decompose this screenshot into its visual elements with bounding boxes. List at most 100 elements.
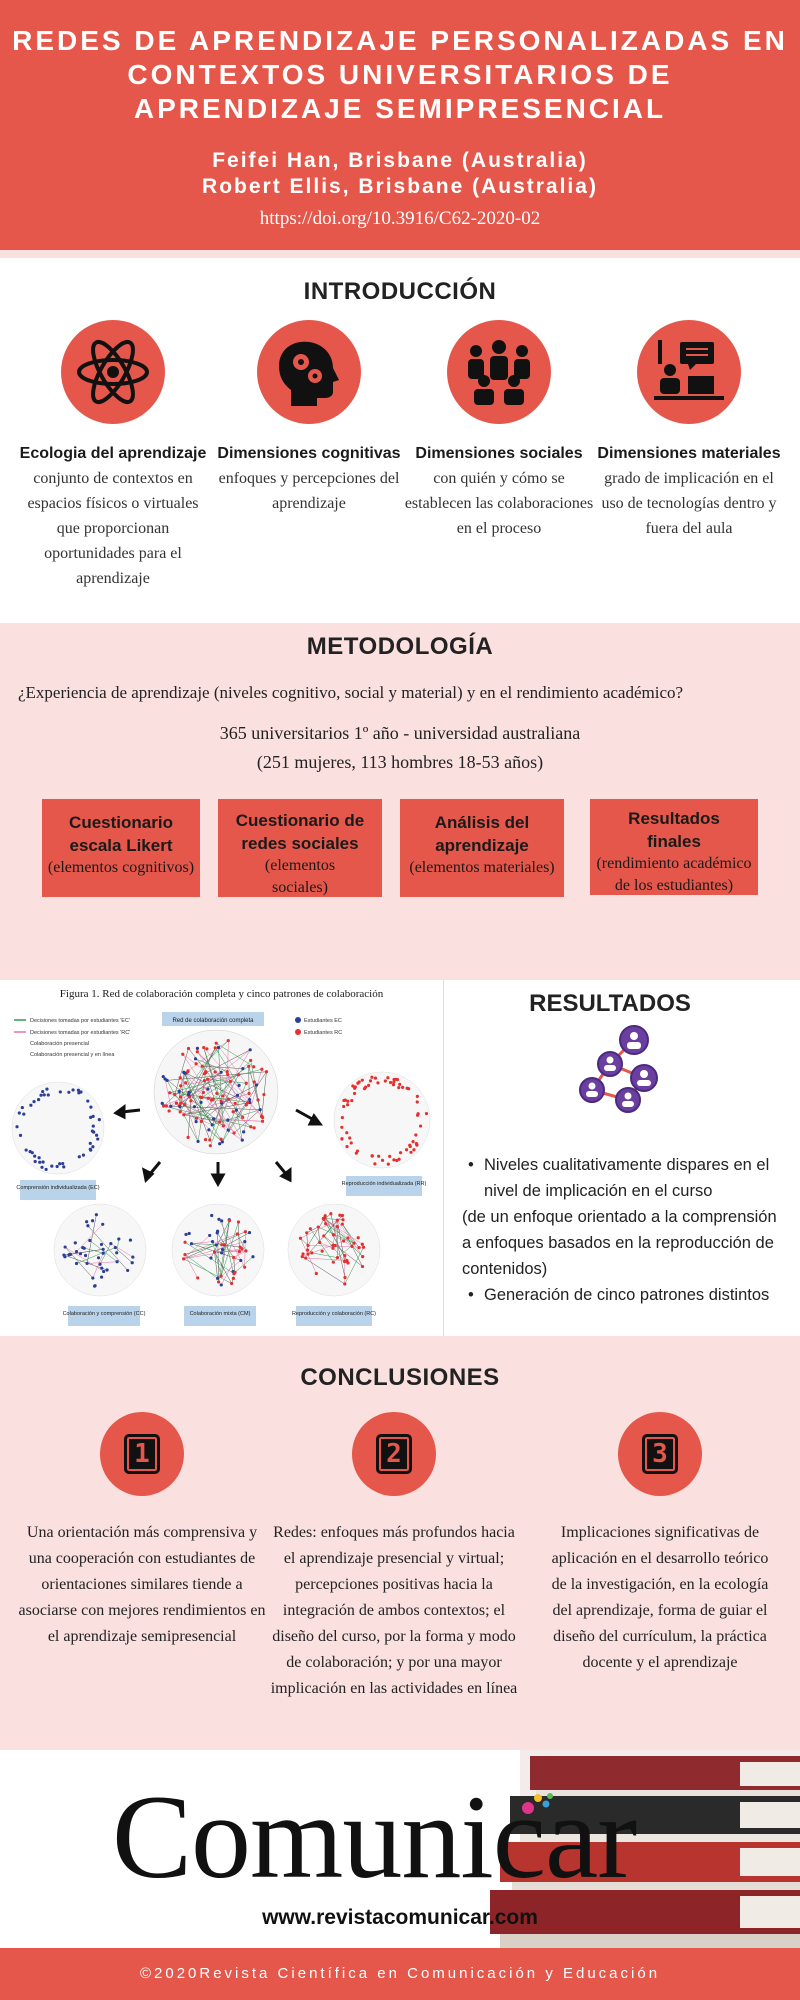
method-box-desc: (elementos materiales) <box>409 859 555 876</box>
network-node <box>346 1103 350 1107</box>
network-node <box>306 1243 310 1248</box>
network-node <box>236 1220 241 1224</box>
network-edge <box>166 1080 175 1095</box>
network-node <box>258 1108 262 1112</box>
network-node <box>260 1119 265 1123</box>
network-node <box>215 1276 220 1280</box>
network-node <box>208 1144 212 1148</box>
network-edge <box>217 1231 219 1282</box>
intro-item-desc: grado de implicación en el uso de tecnol… <box>601 470 777 537</box>
network-node <box>305 1231 309 1235</box>
website-link[interactable]: www.revistacomunicar.com <box>262 1906 538 1929</box>
network-node <box>226 1097 231 1101</box>
network-node <box>179 1101 183 1105</box>
network-node <box>37 1156 41 1160</box>
network-node <box>316 1225 320 1229</box>
network-edge <box>221 1093 250 1104</box>
intro-item-desc: enfoques y percepciones del aprendizaje <box>218 470 400 512</box>
network-node <box>408 1143 412 1147</box>
network-node <box>99 1275 104 1279</box>
network-node <box>251 1255 255 1259</box>
network-node <box>335 1218 339 1222</box>
network-node <box>345 1131 349 1135</box>
label-cc: Colaboración y comprensión (CC) <box>63 1311 146 1317</box>
network-node <box>232 1271 236 1276</box>
network-edge <box>86 1214 97 1264</box>
network-edge <box>187 1100 192 1138</box>
network-node <box>178 1110 182 1114</box>
network-node <box>340 1125 344 1129</box>
network-node <box>173 1092 177 1097</box>
network-node <box>96 1256 101 1260</box>
network-node <box>217 1280 221 1284</box>
network-node <box>346 1261 350 1265</box>
network-edge <box>188 1048 243 1118</box>
network-node <box>183 1240 187 1244</box>
network-node <box>115 1260 119 1264</box>
network-node <box>207 1128 211 1132</box>
doi-link[interactable]: https://doi.org/10.3916/C62-2020-02 <box>259 208 541 229</box>
network-node <box>85 1220 89 1224</box>
network-edge <box>214 1251 232 1284</box>
network-node <box>209 1256 213 1260</box>
network-edge <box>92 1253 104 1279</box>
network-edge <box>187 1040 229 1072</box>
network-edge <box>237 1233 247 1252</box>
sample-line-1: 365 universitarios 1º año - universidad … <box>219 723 581 743</box>
network-node <box>199 1119 203 1124</box>
network-edge <box>82 1247 104 1254</box>
method-box-title: Resultados finales <box>628 809 720 851</box>
network-node <box>99 1242 104 1247</box>
network-node <box>177 1089 181 1094</box>
network-node <box>219 1283 223 1287</box>
network-node <box>323 1214 327 1218</box>
network-edge <box>200 1096 236 1104</box>
network-node <box>73 1241 77 1245</box>
network-node <box>220 1251 224 1255</box>
conclusion-text: Implicaciones significativas de aplicaci… <box>551 1524 769 1671</box>
network-node <box>301 1252 305 1256</box>
network-node <box>246 1101 250 1105</box>
network-node <box>234 1108 238 1112</box>
network-node <box>212 1250 217 1254</box>
network-node <box>346 1099 350 1103</box>
network-node <box>187 1231 191 1236</box>
method-box-title: Cuestionario de redes sociales <box>235 811 365 853</box>
network-edge <box>180 1096 197 1122</box>
network-node <box>206 1096 210 1100</box>
logo-dots-icon <box>522 1793 553 1814</box>
network-node <box>210 1213 214 1218</box>
network-node <box>397 1157 401 1161</box>
method-box-desc: (elementos cognitivos) <box>47 859 195 876</box>
result-bullet-1: Niveles cualitativamente dispares en el … <box>462 1152 782 1204</box>
network-node <box>88 1141 92 1145</box>
books-image <box>490 1750 800 1948</box>
network-node <box>220 1219 224 1223</box>
network-node <box>182 1257 186 1261</box>
network-node <box>345 1144 349 1149</box>
network-node <box>414 1133 418 1137</box>
network-node <box>161 1104 166 1108</box>
network-edge <box>212 1241 222 1277</box>
intro-item-sociales: Dimensiones sociales con quién y cómo se… <box>404 320 594 541</box>
network-node <box>335 1225 339 1229</box>
network-edge <box>236 1110 243 1141</box>
network-edge <box>184 1073 211 1141</box>
network-node <box>214 1243 218 1247</box>
network-edge <box>222 1249 246 1252</box>
network-edge <box>179 1047 216 1113</box>
network-edge <box>221 1102 243 1141</box>
method-box-desc: (rendimiento académico de los estudiante… <box>596 855 752 894</box>
network-node <box>209 1098 214 1102</box>
network-node <box>38 1160 42 1164</box>
network-edge <box>197 1121 202 1142</box>
network-node <box>241 1115 245 1119</box>
network-node <box>232 1255 236 1260</box>
network-node <box>85 1261 89 1266</box>
network-node <box>386 1162 390 1166</box>
network-node <box>239 1258 243 1263</box>
network-node <box>186 1070 190 1074</box>
network-node <box>168 1091 172 1095</box>
network-node <box>360 1242 364 1246</box>
network-node <box>167 1109 171 1113</box>
